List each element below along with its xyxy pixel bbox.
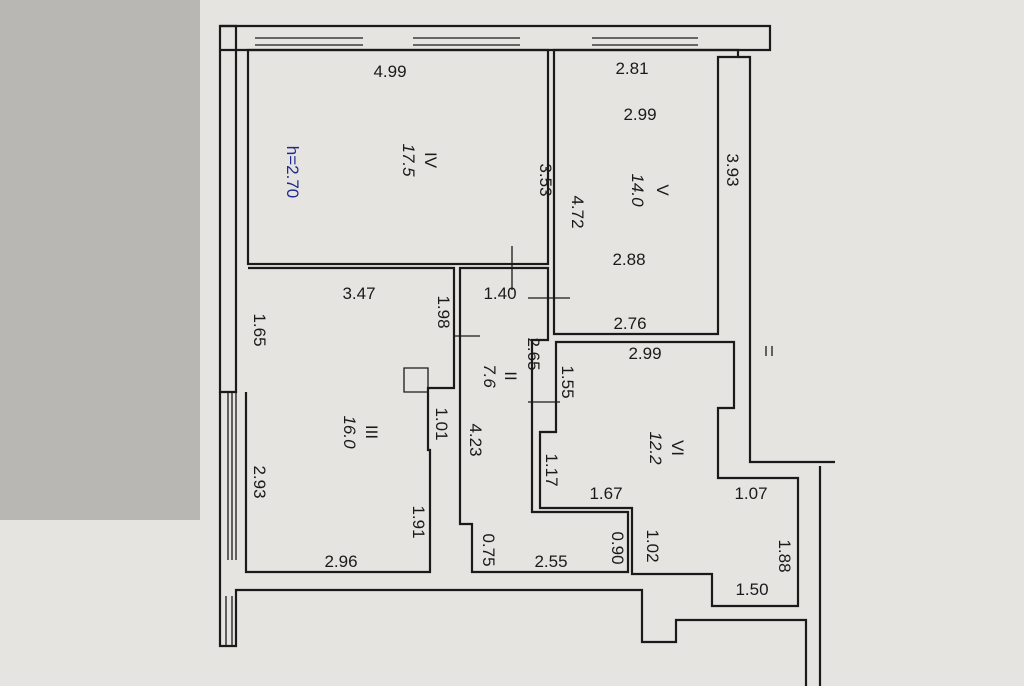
- dim-r5-top: 2.81: [615, 59, 648, 78]
- dim-r6-left: 1.55: [558, 365, 577, 398]
- dim-r4-right: 3.53: [536, 163, 555, 196]
- dim-r3-left-lower: 2.93: [250, 465, 269, 498]
- dimension-labels: 4.99 3.53 2.81 2.99 3.93 4.72 2.88 2.76 …: [250, 59, 794, 599]
- dim-r3-right-lower: 1.91: [409, 505, 428, 538]
- room-iv-area: 17.5: [399, 143, 418, 177]
- room-vi-id: VI: [668, 440, 687, 456]
- dim-r5-inner-top: 2.99: [623, 105, 656, 124]
- room-vi-outline: [538, 340, 800, 608]
- room-ii-area: 7.6: [480, 364, 499, 388]
- room-iii-outline: [244, 266, 456, 574]
- top-window-3: [592, 37, 698, 46]
- dim-r5-mid: 2.88: [612, 250, 645, 269]
- dim-r6-102: 1.02: [643, 529, 662, 562]
- room-iii-area: 16.0: [340, 415, 359, 449]
- walls: [218, 24, 835, 686]
- room-iv-id: IV: [421, 152, 440, 169]
- dim-hall-left: 4.23: [466, 423, 485, 456]
- dim-r3-top: 3.47: [342, 284, 375, 303]
- dim-hall-090: 0.90: [608, 531, 627, 564]
- outer-corner-mark: [225, 596, 233, 646]
- dim-r3-left-upper: 1.65: [250, 313, 269, 346]
- dim-r6-top: 2.99: [628, 344, 661, 363]
- dim-r5-left: 4.72: [568, 195, 587, 228]
- dim-r6-107: 1.07: [734, 484, 767, 503]
- outer-wall-left: [218, 24, 238, 394]
- right-wall-mark: [765, 346, 773, 356]
- dim-hall-small: 0.75: [479, 533, 498, 566]
- left-window: [227, 392, 237, 560]
- dim-r6-188: 1.88: [775, 539, 794, 572]
- dim-r3-bottom: 2.96: [324, 552, 357, 571]
- room-iv-outline: [246, 48, 550, 266]
- dim-r5-bottom: 2.76: [613, 314, 646, 333]
- top-window-2: [413, 37, 520, 46]
- paper-shadow: [0, 0, 200, 520]
- dim-r6-150: 1.50: [735, 580, 768, 599]
- dim-hall-top: 1.40: [483, 284, 516, 303]
- room-iii-id: III: [362, 425, 381, 439]
- dim-hall-bottom: 2.55: [534, 552, 567, 571]
- dim-r6-117: 1.17: [542, 453, 561, 486]
- outer-wall-right: [738, 55, 835, 464]
- outer-wall-bottom: [218, 392, 808, 686]
- ceiling-height-label: h=2.70: [283, 146, 302, 198]
- dim-r4-top: 4.99: [373, 62, 406, 81]
- dim-r3-notch: 1.01: [432, 407, 451, 440]
- dim-r3-right-upper: 1.98: [434, 295, 453, 328]
- hall-ii-outline: [458, 266, 630, 574]
- top-window-1: [255, 37, 363, 46]
- dim-hall-right: 2.65: [524, 337, 543, 370]
- room-v-area: 14.0: [628, 173, 647, 207]
- room-iii-column: [403, 367, 429, 393]
- dim-r5-right: 3.93: [723, 153, 742, 186]
- room-vi-area: 12.2: [646, 431, 665, 465]
- dim-r6-167: 1.67: [589, 484, 622, 503]
- room-ii-id: II: [501, 371, 520, 380]
- room-v-id: V: [653, 184, 672, 196]
- room-labels: IV 17.5 V 14.0 III 16.0 II 7.6 VI 12.2: [340, 143, 687, 465]
- room-v-outline: [552, 48, 740, 336]
